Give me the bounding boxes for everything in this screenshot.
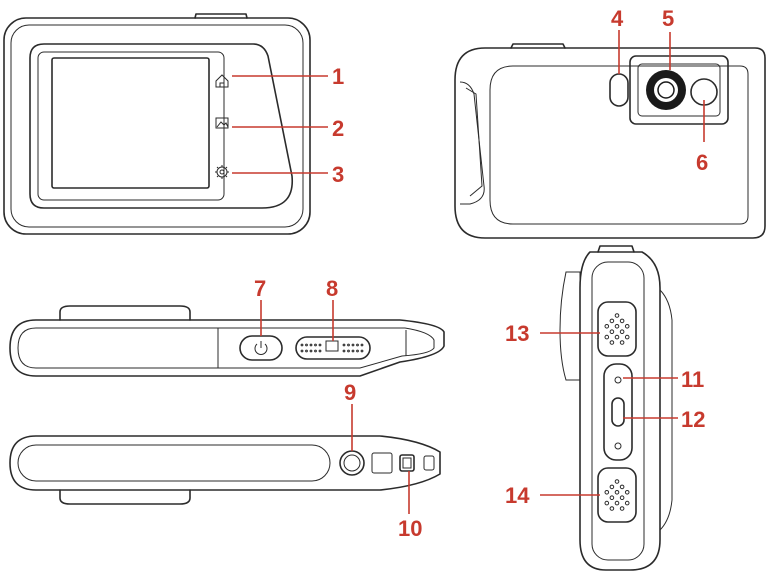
speaker-grille-top	[598, 302, 636, 356]
side-view: 13 11 12 14	[505, 246, 705, 570]
grip-dot	[301, 350, 303, 352]
callout-9: 9	[344, 380, 356, 405]
speaker-hole	[615, 335, 619, 339]
grip-dot	[319, 344, 321, 346]
speaker-hole	[615, 491, 619, 495]
speaker-hole	[620, 341, 624, 345]
grip-dot	[315, 344, 317, 346]
sd-card-slot[interactable]	[612, 398, 624, 426]
label-plate	[372, 453, 392, 473]
grip-dot	[352, 350, 354, 352]
grip-dot	[319, 350, 321, 352]
power-button[interactable]	[240, 336, 282, 360]
tripod-mount	[340, 451, 364, 475]
callout-7: 7	[254, 276, 266, 301]
speaker-hole	[620, 319, 624, 323]
callout-12: 12	[681, 407, 705, 432]
gallery-icon[interactable]	[216, 118, 228, 128]
grip-dot	[315, 350, 317, 352]
speaker-hole	[625, 335, 629, 339]
speaker-hole	[625, 501, 629, 505]
speaker-hole	[620, 330, 624, 334]
callout-13: 13	[505, 321, 529, 346]
bottom-view: 9 10	[10, 380, 440, 541]
card-slot-indicator	[615, 377, 621, 383]
speaker-hole	[615, 501, 619, 505]
callout-11: 11	[681, 367, 704, 392]
lanyard-slot	[424, 456, 434, 470]
grip-dot	[301, 344, 303, 346]
speaker-hole	[610, 507, 614, 511]
callout-3: 3	[332, 162, 344, 187]
callout-8: 8	[326, 276, 338, 301]
callout-2: 2	[332, 116, 344, 141]
grip-dot	[343, 350, 345, 352]
grip-dot	[348, 350, 350, 352]
top-view: 7 8	[10, 276, 444, 376]
speaker-hole	[605, 491, 609, 495]
speaker-hole	[610, 341, 614, 345]
speaker-hole	[605, 335, 609, 339]
speaker-hole	[620, 485, 624, 489]
speaker-hole	[605, 501, 609, 505]
callout-14: 14	[505, 483, 530, 508]
callout-10: 10	[398, 516, 422, 541]
speaker-hole	[625, 491, 629, 495]
grip-dot	[357, 350, 359, 352]
power-icon	[255, 341, 267, 354]
speaker-hole	[620, 496, 624, 500]
speaker-grille-bottom	[598, 468, 636, 522]
speaker-hole	[620, 507, 624, 511]
flashlight	[610, 74, 628, 106]
callout-5: 5	[662, 6, 674, 31]
speaker-hole	[610, 485, 614, 489]
grip-dot	[361, 344, 363, 346]
speaker-hole	[615, 480, 619, 484]
grip-dot	[310, 350, 312, 352]
speaker-hole	[610, 496, 614, 500]
speaker-hole	[610, 319, 614, 323]
grip-dot	[361, 350, 363, 352]
grip-dot	[306, 344, 308, 346]
speaker-hole	[615, 325, 619, 329]
callout-1: 1	[332, 64, 344, 89]
back-view: 4 5 6	[455, 6, 765, 238]
speaker-hole	[625, 325, 629, 329]
speaker-hole	[615, 314, 619, 318]
grip-dot	[306, 350, 308, 352]
usb-port[interactable]	[400, 455, 414, 471]
speaker-hole	[605, 325, 609, 329]
grip-dot	[348, 344, 350, 346]
callout-4: 4	[611, 6, 624, 31]
camera-icon	[326, 341, 338, 351]
grip-dot	[357, 344, 359, 346]
callout-6: 6	[696, 150, 708, 175]
gear-icon[interactable]	[215, 165, 229, 179]
grip-dot	[343, 344, 345, 346]
front-view: 1 2 3	[4, 14, 344, 234]
grip-dot	[310, 344, 312, 346]
home-icon[interactable]	[216, 75, 228, 87]
speaker-hole	[610, 330, 614, 334]
grip-dot	[352, 344, 354, 346]
